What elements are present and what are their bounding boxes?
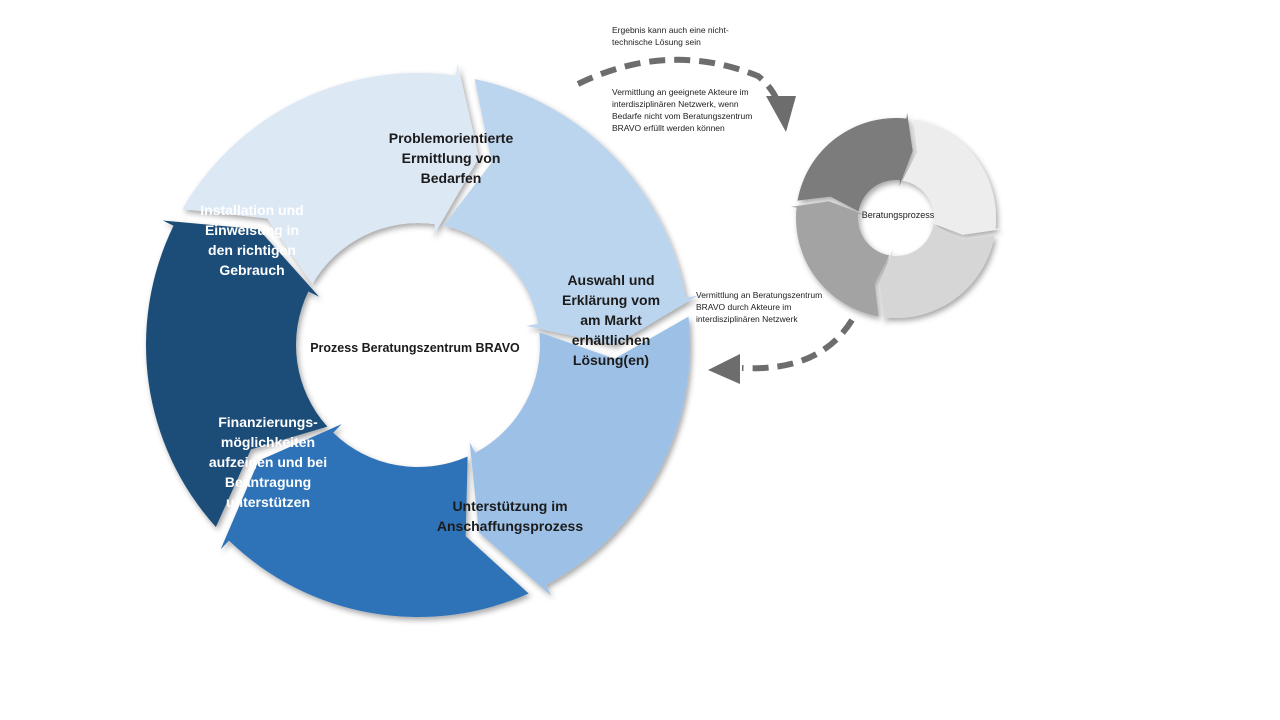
arrowhead-from-network [708, 354, 740, 384]
step-auswahl-arrow [443, 78, 698, 346]
main-process-cycle [145, 63, 698, 618]
note-referral-to-network: Vermittlung an geeignete Akteure im inte… [612, 87, 753, 133]
secondary-cycle-segment-2 [902, 119, 1002, 235]
secondary-cycle-segment-3 [879, 224, 995, 324]
secondary-cycle-segment-4 [790, 201, 890, 317]
step-installation-label: Installation und Einweisung in den richt… [200, 202, 304, 278]
secondary-cycle-center-label: Beratungsprozess [861, 210, 935, 220]
arrowhead-to-network [766, 96, 796, 132]
step-bedarfe-arrow [182, 63, 479, 284]
dashed-arrow-from-network [741, 318, 855, 372]
secondary-cycle-segment-1 [797, 112, 913, 212]
note-non-technical-solution: Ergebnis kann auch eine nicht-technische… [612, 25, 729, 47]
main-cycle-center-label: Prozess Beratungszentrum BRAVO [310, 341, 520, 355]
step-unterstuetzung-label: Unterstützung im Anschaffungsprozess [436, 498, 584, 534]
step-auswahl-label: Auswahl und Erklärung vom am Markt erhäl… [561, 272, 661, 368]
dashed-arrow-to-network [576, 56, 785, 115]
step-installation-arrow [145, 220, 328, 528]
step-bedarfe-label: Problemorientierte Ermittlung von Bedarf… [388, 130, 514, 186]
step-finanzierung-label: Finanzierungs-möglichkeiten aufzeigen un… [208, 414, 328, 510]
step-finanzierung-arrow [220, 424, 529, 618]
step-unterstuetzung-arrow [469, 316, 690, 596]
secondary-process-cycle [790, 112, 1002, 324]
note-referral-to-bravo: Vermittlung an Beratungszentrum BRAVO du… [696, 290, 823, 324]
